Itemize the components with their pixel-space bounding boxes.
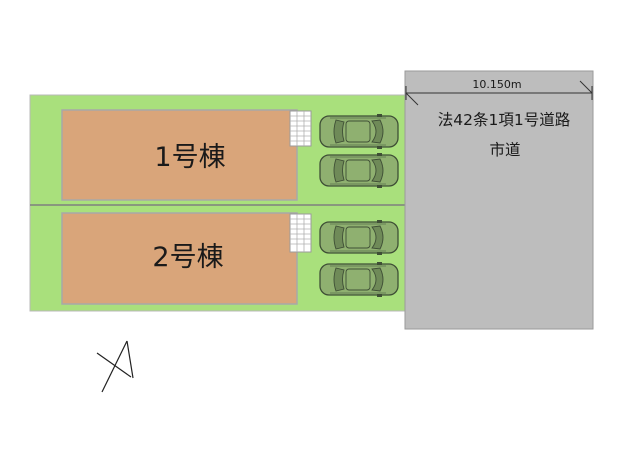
road-width-label: 10.150m bbox=[472, 78, 521, 91]
building-2 bbox=[61, 212, 298, 305]
north-arrow-icon bbox=[96, 340, 134, 393]
road-area bbox=[404, 70, 594, 330]
building-1 bbox=[61, 109, 298, 201]
road-type-label: 法42条1項1号道路 bbox=[438, 111, 571, 129]
bicycle-parking-icon bbox=[289, 110, 312, 147]
road-name-label: 市道 bbox=[489, 141, 520, 159]
building-1-label: 1号棟 bbox=[154, 142, 225, 173]
bicycle-parking-icon bbox=[289, 213, 312, 253]
building-2-label: 2号棟 bbox=[152, 242, 223, 273]
road-width-dimension bbox=[405, 80, 593, 106]
car-icon bbox=[319, 262, 399, 297]
car-icon bbox=[319, 153, 399, 188]
car-icon bbox=[319, 114, 399, 149]
car-icon bbox=[319, 220, 399, 255]
